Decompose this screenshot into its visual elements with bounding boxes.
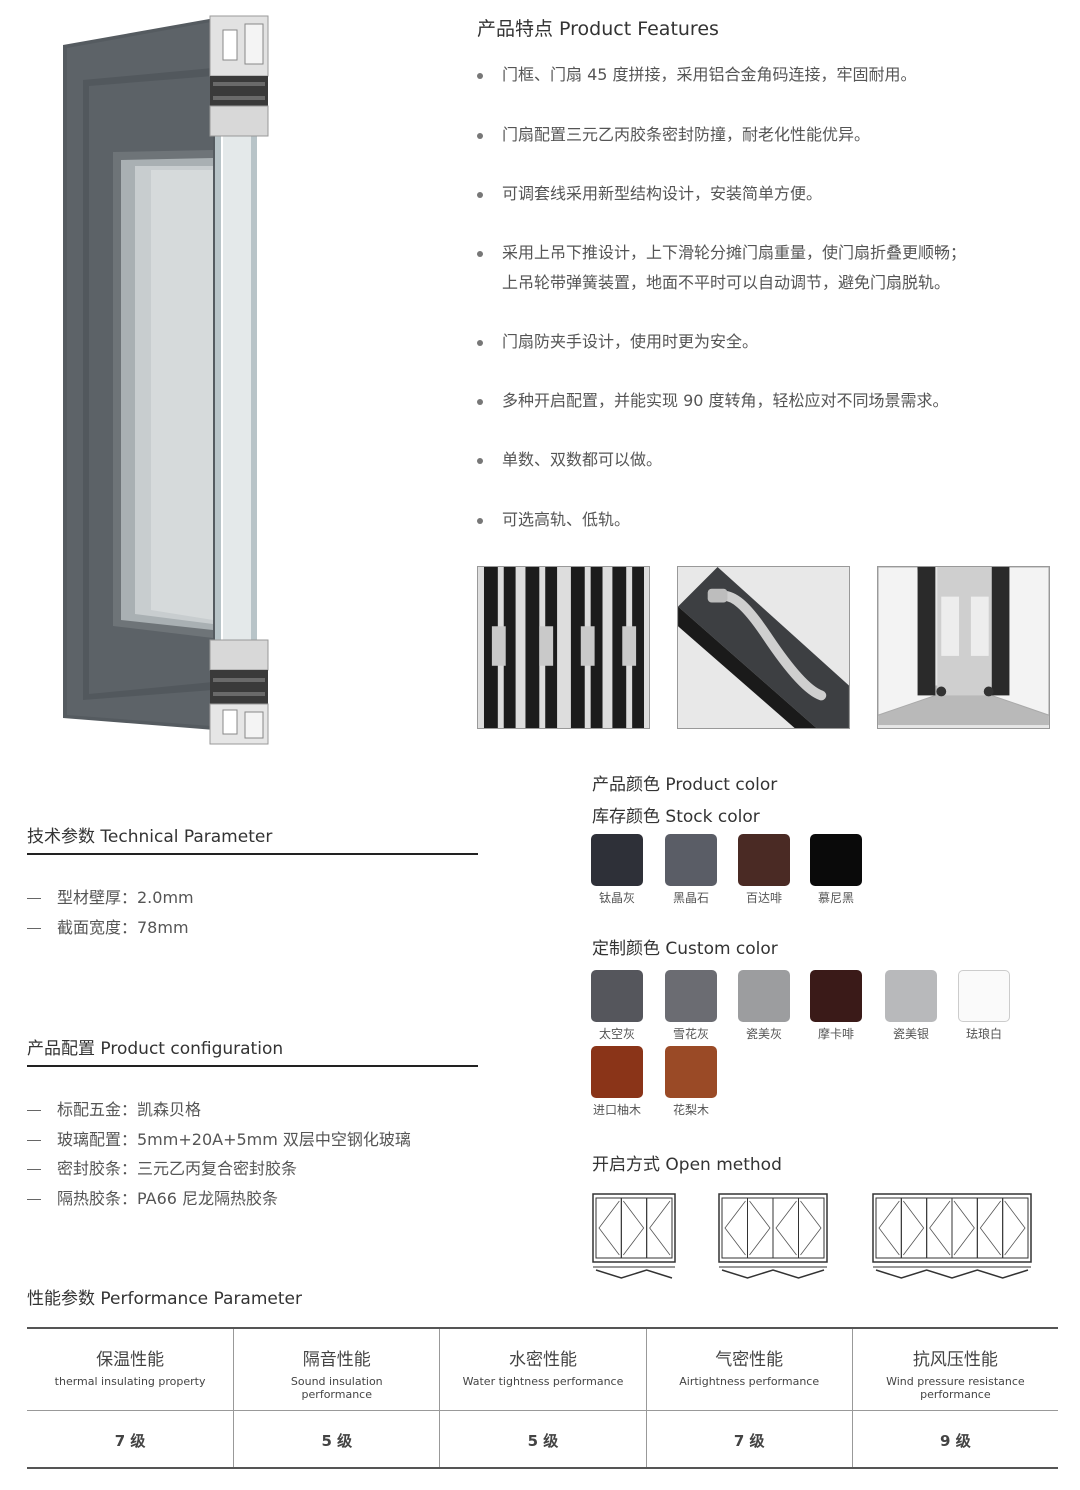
stock-color-label: 黑晶石: [672, 891, 709, 905]
feature-item: 单数、双数都可以做。: [477, 445, 1057, 475]
performance-name-en: Airtightness performance: [679, 1375, 820, 1388]
custom-color-label: 瓷美灰: [745, 1027, 782, 1041]
technical-divider: [27, 853, 478, 855]
handle-detail-photo: [677, 566, 850, 729]
stock-color-swatch: [665, 834, 717, 886]
performance-name-cn: 水密性能: [508, 1350, 577, 1370]
performance-grade: 5 级: [321, 1432, 353, 1450]
performance-table-divider: [27, 1410, 1058, 1411]
configuration-title: 产品配置 Product configuration: [27, 1039, 284, 1059]
performance-table: 保温性能 thermal insulating property 7 级 隔音性能 So…: [27, 1327, 1058, 1469]
feature-item: 可选高轨、低轨。: [477, 505, 1057, 535]
custom-color-swatch: [591, 1046, 643, 1098]
stock-color-label: 百达啡: [745, 891, 782, 905]
hinge-detail-photo: [477, 566, 650, 729]
stock-color-swatch: [738, 834, 790, 886]
feature-text: 可调套线采用新型结构设计，安装简单方便。: [502, 184, 823, 203]
features-title: 产品特点 Product Features: [477, 18, 719, 40]
custom-color-label: 瓷美银: [892, 1027, 929, 1041]
performance-column: 隔音性能 Sound insulation performance 5 级: [233, 1329, 439, 1467]
custom-color-label: 摩卡啡: [817, 1027, 854, 1041]
feature-text: 门框、门扇 45 度拼接，采用铝合金角码连接，牢固耐用。: [502, 65, 917, 84]
bullet-icon: [477, 192, 483, 198]
bullet-icon: [477, 340, 483, 346]
custom-color-label: 太空灰: [598, 1027, 635, 1041]
bullet-icon: [477, 518, 483, 524]
performance-name-cn: 隔音性能: [302, 1350, 371, 1370]
custom-color-swatch: [958, 970, 1010, 1022]
feature-text: 可选高轨、低轨。: [502, 510, 631, 529]
feature-item: 采用上吊下推设计，上下滑轮分摊门扇重量，使门扇折叠更顺畅； 上吊轮带弹簧装置，地面…: [477, 238, 1057, 298]
open-method-title: 开启方式 Open method: [592, 1155, 782, 1175]
open-method-diagram: [718, 1193, 828, 1279]
feature-text: 上吊轮带弹簧装置，地面不平时可以自动调节，避免门扇脱轨。: [502, 273, 951, 292]
performance-name-en: thermal insulating property: [54, 1375, 206, 1388]
performance-name-cn: 气密性能: [715, 1350, 784, 1370]
custom-color-swatch: [738, 970, 790, 1022]
technical-item: 截面宽度：78mm: [27, 914, 189, 938]
custom-color-swatch: [665, 970, 717, 1022]
configuration-item: 标配五金：凯森贝格: [27, 1096, 201, 1120]
performance-name-en: Sound insulation performance: [290, 1375, 383, 1401]
stock-color-swatch: [591, 834, 643, 886]
bullet-icon: [477, 73, 483, 79]
open-method-diagram: [592, 1193, 676, 1279]
custom-color-label: 进口柚木: [592, 1103, 641, 1117]
profile-section-illustration: [63, 15, 269, 745]
performance-name-en: Water tightness performance: [462, 1375, 624, 1388]
configuration-item: 隔热胶条：PA66 尼龙隔热胶条: [27, 1185, 278, 1209]
performance-grade: 9 级: [940, 1432, 971, 1450]
bullet-icon: [477, 133, 483, 139]
feature-item: 可调套线采用新型结构设计，安装简单方便。: [477, 179, 1057, 209]
performance-name-cn: 保温性能: [96, 1350, 165, 1370]
roller-detail-photo: [877, 566, 1050, 729]
feature-text: 门扇配置三元乙丙胶条密封防撞，耐老化性能优异。: [502, 125, 871, 144]
performance-name-cn: 抗风压性能: [912, 1350, 998, 1370]
bullet-icon: [477, 251, 483, 257]
feature-text: 多种开启配置，并能实现 90 度转角，轻松应对不同场景需求。: [502, 391, 949, 410]
custom-color-label: 花梨木: [672, 1103, 709, 1117]
performance-grade: 5 级: [527, 1432, 559, 1450]
performance-title: 性能参数 Performance Parameter: [27, 1289, 302, 1309]
feature-item: 多种开启配置，并能实现 90 度转角，轻松应对不同场景需求。: [477, 386, 1057, 416]
performance-column: 水密性能 Water tightness performance 5 级: [439, 1329, 645, 1467]
custom-color-label: 珐琅白: [965, 1027, 1002, 1041]
custom-color-label: 雪花灰: [672, 1027, 709, 1041]
performance-grade: 7 级: [114, 1432, 146, 1450]
feature-text: 采用上吊下推设计，上下滑轮分摊门扇重量，使门扇折叠更顺畅；: [502, 243, 967, 262]
custom-color-swatch: [591, 970, 643, 1022]
configuration-item: 玻璃配置：5mm+20A+5mm 双层中空钢化玻璃: [27, 1126, 411, 1150]
configuration-item: 密封胶条：三元乙丙复合密封胶条: [27, 1155, 297, 1179]
stock-color-label: 钛晶灰: [598, 891, 635, 905]
stock-color-title: 库存颜色 Stock color: [592, 807, 760, 827]
feature-text: 单数、双数都可以做。: [502, 450, 663, 469]
feature-item: 门框、门扇 45 度拼接，采用铝合金角码连接，牢固耐用。: [477, 60, 1057, 90]
performance-name-en: Wind pressure resistance performance: [886, 1375, 1025, 1401]
performance-column: 抗风压性能 Wind pressure resistance performanc…: [851, 1329, 1058, 1467]
open-method-diagram: [872, 1193, 1032, 1279]
feature-item: 门扇配置三元乙丙胶条密封防撞，耐老化性能优异。: [477, 120, 1057, 150]
custom-color-swatch: [665, 1046, 717, 1098]
custom-color-swatch: [810, 970, 862, 1022]
product-color-title: 产品颜色 Product color: [592, 775, 778, 795]
stock-color-label: 慕尼黑: [817, 891, 854, 905]
feature-item: 门扇防夹手设计，使用时更为安全。: [477, 327, 1057, 357]
performance-column: 保温性能 thermal insulating property 7 级: [27, 1329, 233, 1467]
technical-item: 型材壁厚：2.0mm: [27, 884, 194, 908]
technical-title: 技术参数 Technical Parameter: [27, 827, 273, 847]
custom-color-title: 定制颜色 Custom color: [592, 939, 778, 959]
configuration-divider: [27, 1065, 478, 1067]
bullet-icon: [477, 399, 483, 405]
bullet-icon: [477, 458, 483, 464]
performance-column: 气密性能 Airtightness performance 7 级: [645, 1329, 852, 1467]
feature-text: 门扇防夹手设计，使用时更为安全。: [502, 332, 759, 351]
stock-color-swatch: [810, 834, 862, 886]
performance-grade: 7 级: [733, 1432, 765, 1450]
custom-color-swatch: [885, 970, 937, 1022]
